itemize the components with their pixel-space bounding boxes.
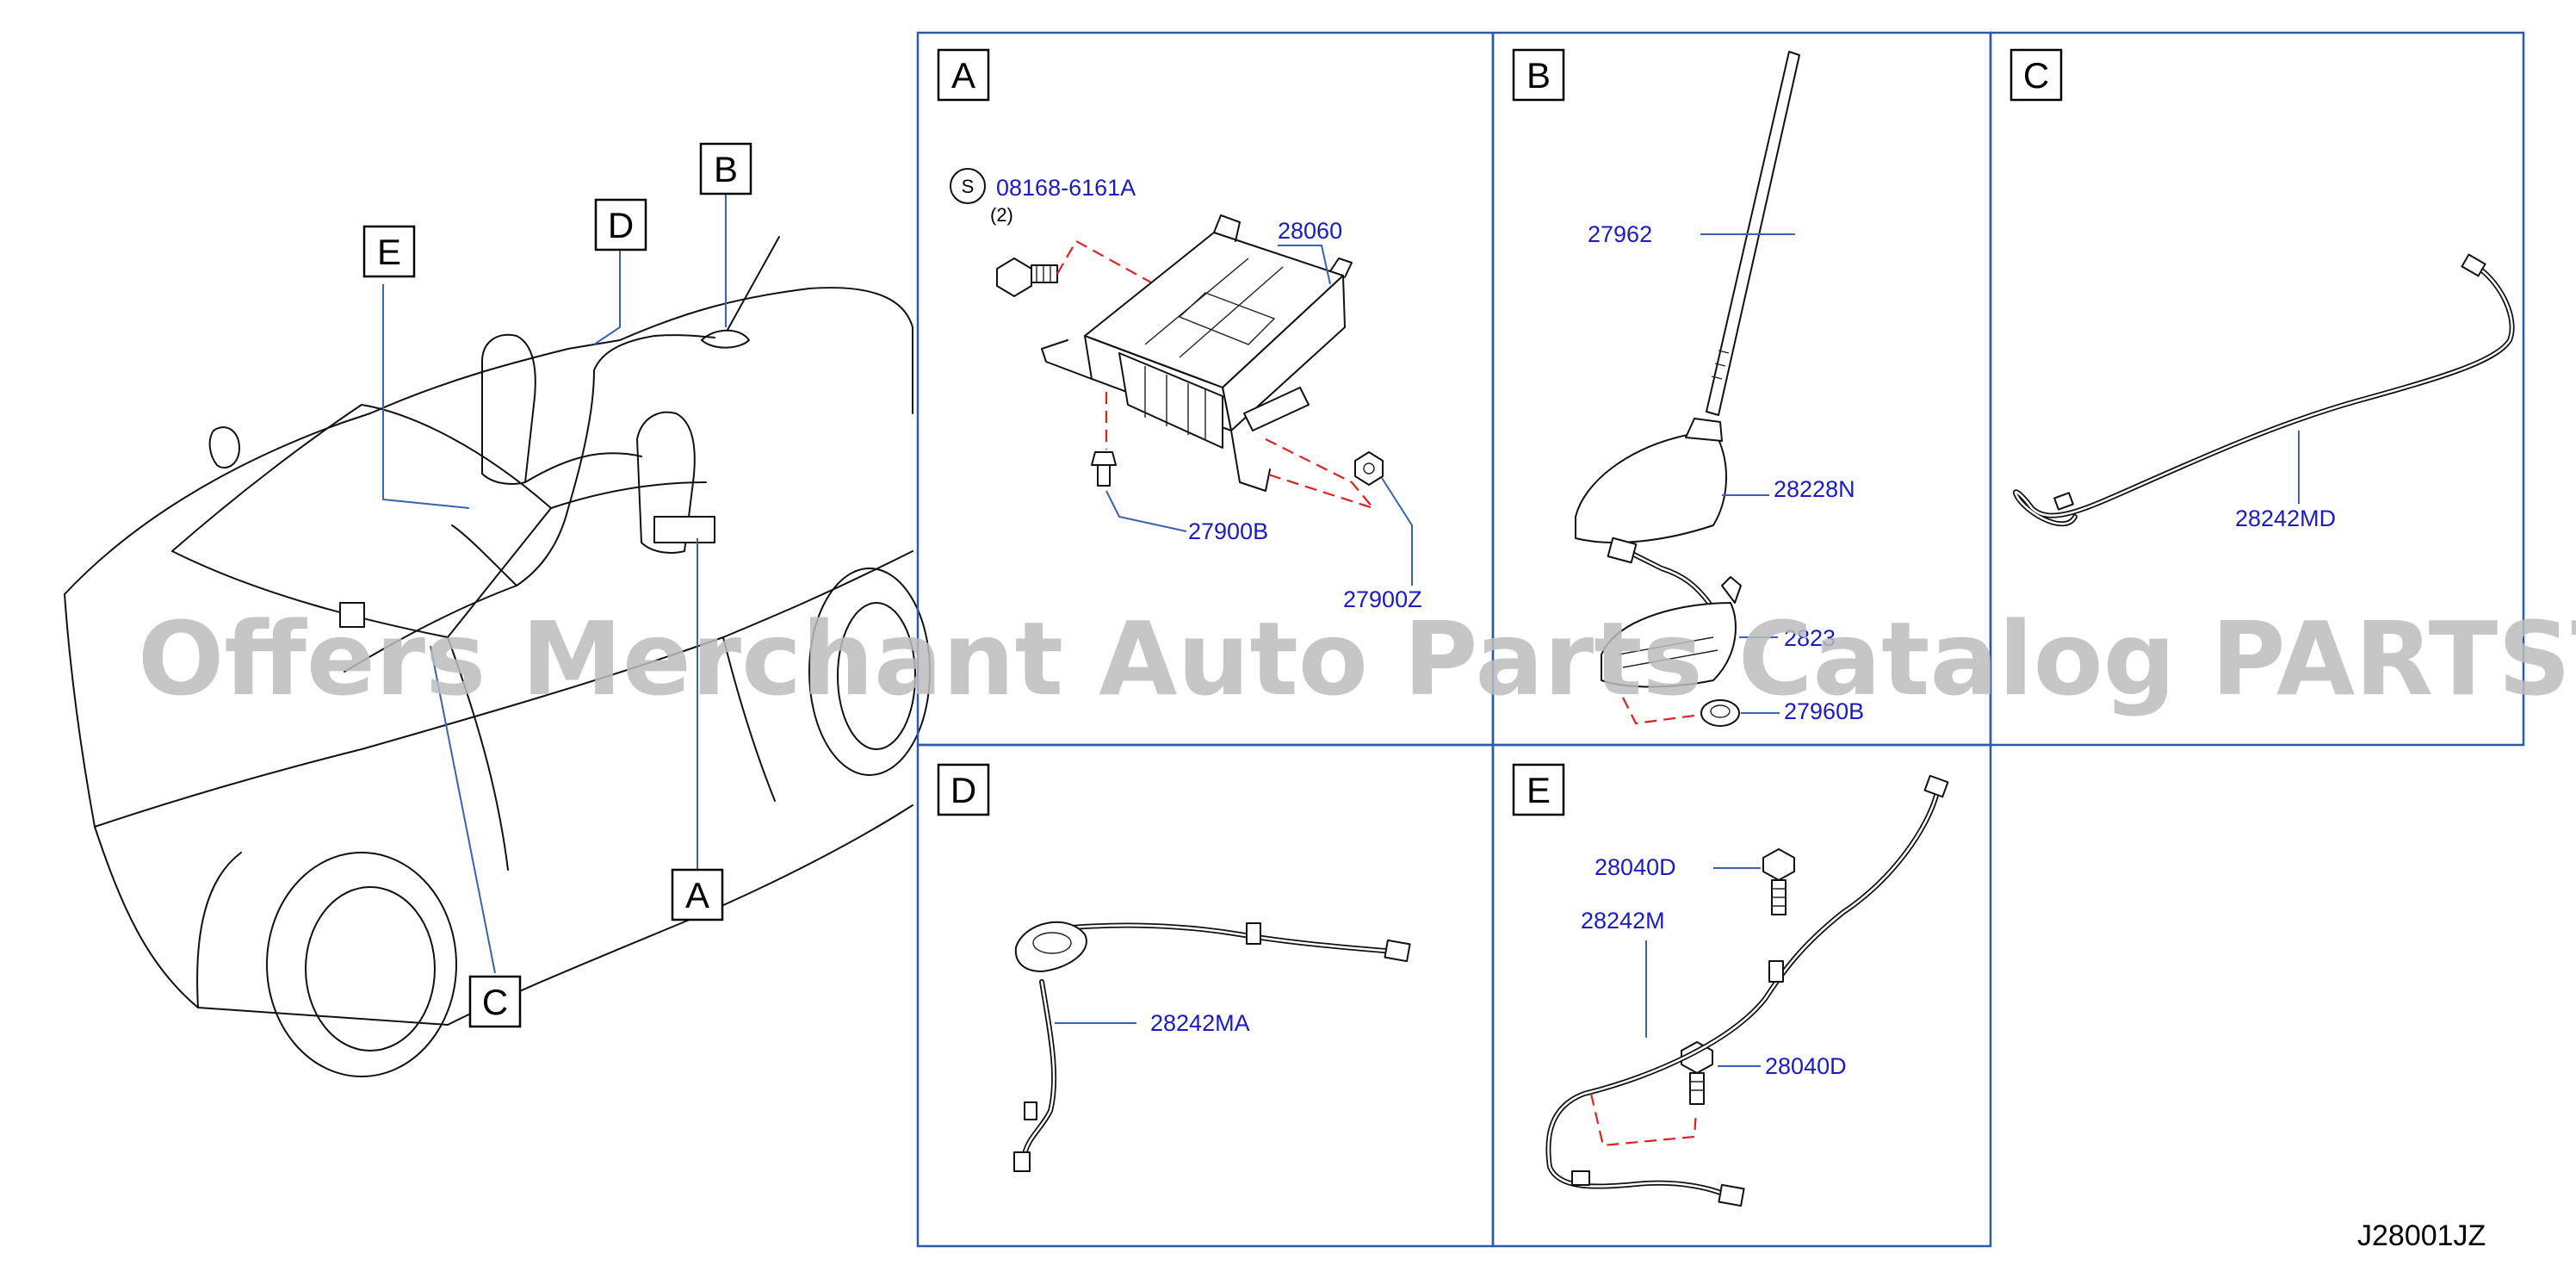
feeder-cable-icon (2013, 253, 2515, 527)
drawing-code: J28001JZ (2357, 1219, 2486, 1252)
harness-cable-icon (1013, 921, 1411, 1172)
bolt-icon (996, 257, 1058, 297)
svg-text:C: C (482, 982, 508, 1022)
panel-C: C 28242MD (2009, 48, 2515, 531)
vehicle-overview (64, 194, 931, 1077)
overview-callout-D[interactable]: D (594, 198, 647, 251)
part-28242MD[interactable]: 28242MD (2235, 506, 2336, 531)
part-28228N[interactable]: 28228N (1774, 476, 1855, 502)
overview-callout-E[interactable]: E (362, 225, 416, 278)
panel-C-letter-box (2009, 48, 2063, 102)
s-symbol-text: S (962, 176, 975, 197)
part-27960B[interactable]: 27960B (1784, 698, 1864, 724)
panel-A-letter-box (937, 48, 990, 102)
panel-C-letter: C (2023, 55, 2049, 96)
panel-B-letter-box (1512, 48, 1565, 102)
part-28040D-upper[interactable]: 28040D (1595, 854, 1676, 880)
svg-text:B: B (714, 149, 738, 189)
bolt-icon (1762, 848, 1795, 915)
antenna-base-icon (1575, 418, 1728, 543)
panel-B: B 27962 28228N 2823 (1512, 48, 1864, 727)
harness-cable-icon (1545, 774, 1949, 1207)
nut-icon (1354, 451, 1384, 486)
screw-icon (1091, 451, 1117, 487)
panel-E: E 28040D 28040D 28242M (1512, 763, 1949, 1207)
part-27962[interactable]: 27962 (1588, 221, 1652, 247)
panel-C-frame (1989, 31, 2525, 747)
ring-nut-icon (1700, 699, 1740, 727)
part-28242MA[interactable]: 28242MA (1150, 1010, 1250, 1036)
svg-text:A: A (685, 875, 709, 915)
part-08168-6161A[interactable]: 08168-6161A (996, 175, 1136, 201)
panel-E-letter: E (1526, 770, 1551, 810)
panel-E-letter-box (1512, 763, 1565, 816)
amplifier-icon (1601, 537, 1742, 688)
qty-2: (2) (990, 204, 1013, 226)
panel-D-letter-box (937, 763, 990, 816)
svg-text:D: D (608, 205, 634, 245)
overview-callout-B[interactable]: B (699, 142, 752, 195)
panel-B-letter: B (1526, 55, 1551, 96)
panel-D-letter: D (951, 770, 976, 810)
part-28040D-lower[interactable]: 28040D (1765, 1053, 1847, 1079)
panel-A-letter: A (951, 55, 975, 96)
part-28242M[interactable]: 28242M (1581, 908, 1665, 934)
panel-D: D 28242MA (937, 763, 1411, 1172)
panel-E-frame (1491, 743, 1992, 1248)
overview-callout-C[interactable]: C (468, 975, 522, 1028)
s-symbol-icon (950, 168, 986, 204)
part-27900Z[interactable]: 27900Z (1343, 586, 1422, 612)
part-28060[interactable]: 28060 (1278, 218, 1342, 244)
svg-text:E: E (377, 232, 401, 272)
part-2823[interactable]: 2823 (1784, 625, 1836, 651)
panel-D-frame (916, 743, 1495, 1248)
bolt-icon (1681, 1041, 1713, 1105)
bracket-assembly (1041, 214, 1353, 492)
overview-callout-A[interactable]: A (671, 868, 724, 921)
panel-A: A S 08168-6161A (2) 28060 (937, 48, 1422, 612)
watermark: Offers Merchant Auto Parts Catalog PARTS… (138, 599, 2576, 718)
part-27900B[interactable]: 27900B (1188, 518, 1268, 544)
